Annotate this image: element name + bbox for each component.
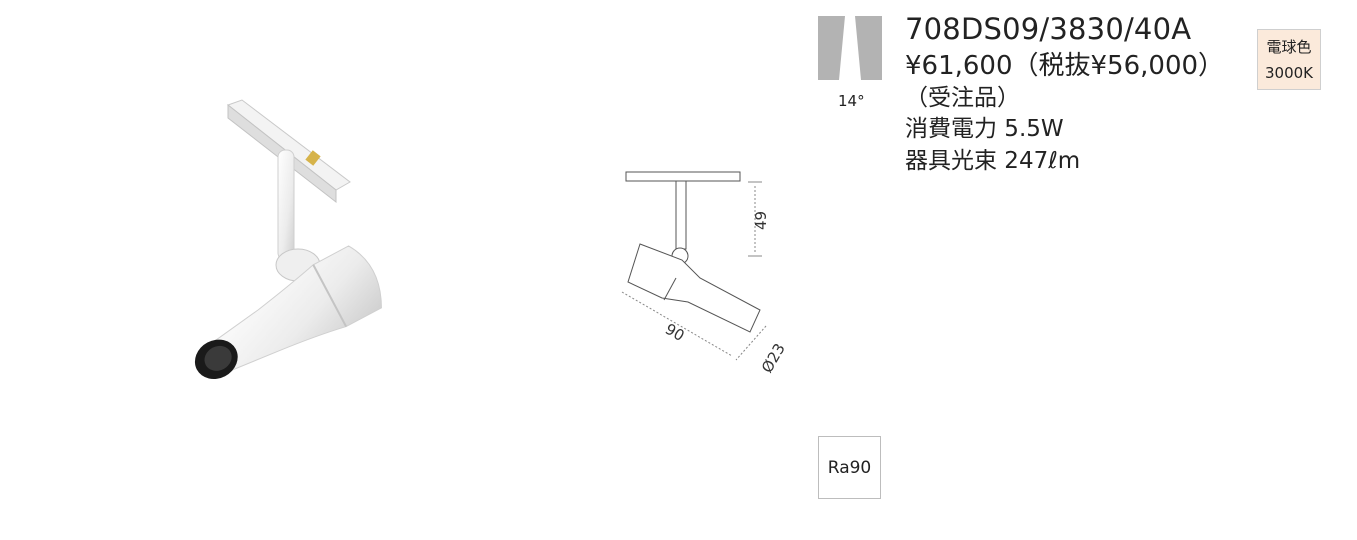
color-badge-line2: 3000K [1264,63,1313,82]
beam-angle-label: 14° [838,92,865,110]
order-note: （受注品） [905,85,1020,111]
color-badge-line1: 電球色 [1266,37,1312,56]
power-consumption: 消費電力 5.5W [905,116,1064,142]
model-number: 708DS09/3830/40A [905,12,1192,46]
luminous-flux: 器具光束 247ℓm [905,148,1081,174]
price: ¥61,600（税抜¥56,000） [905,51,1225,81]
ra-badge: Ra90 [818,436,881,499]
ra-badge-label: Ra90 [827,457,872,478]
fixture-body [194,245,382,380]
dim-length: 90 [662,320,688,345]
dim-diameter: Ø23 [758,340,789,376]
stem [277,149,295,261]
product-photo [194,99,382,380]
beam-angle-icon [818,16,882,80]
dimension-drawing: 49 90 Ø23 [621,171,789,376]
color-temperature-badge: 電球色 3000K [1257,29,1321,90]
dim-height: 49 [752,211,770,230]
